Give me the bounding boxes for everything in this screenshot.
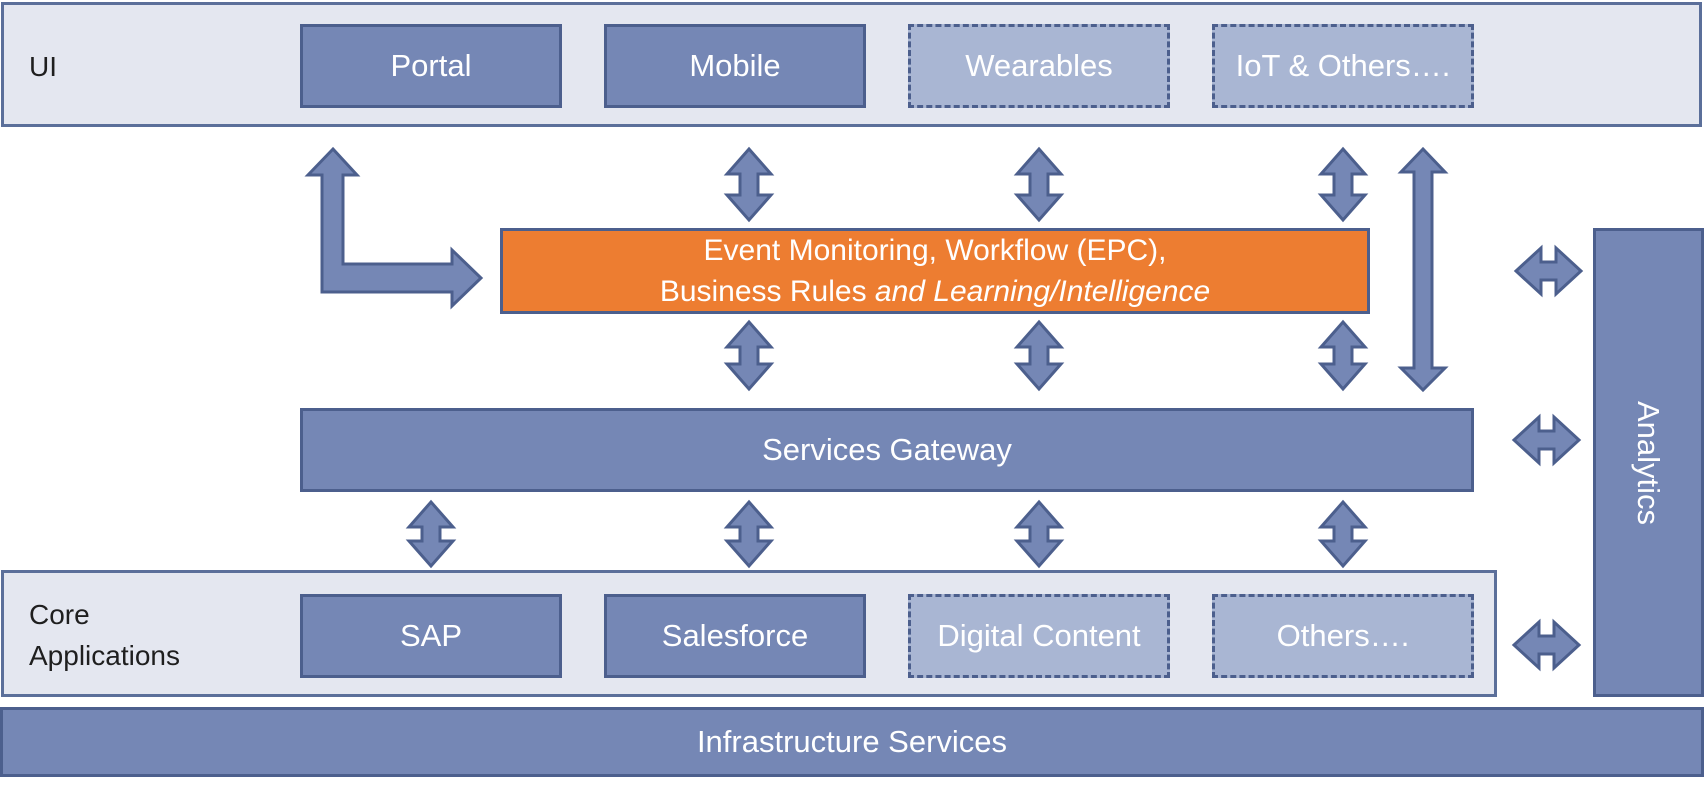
arrow-analytics-gateway [1511,413,1582,467]
core-label-line1: Core [29,599,90,630]
arrow-iot-event [1317,146,1369,223]
event-monitoring-line2: Business Rules and Learning/Intelligence [660,271,1210,312]
event-monitoring-line2-italic: and Learning/Intelligence [874,275,1211,308]
core-item-digital-content: Digital Content [908,594,1170,678]
services-gateway: Services Gateway [300,408,1474,492]
arrow-analytics-core [1511,618,1582,672]
arrow-gateway-salesforce [723,499,775,569]
core-label-line2: Applications [29,640,180,671]
ui-item-portal: Portal [300,24,562,108]
ui-item-mobile: Mobile [604,24,866,108]
ui-layer-label: UI [29,51,57,82]
arrow-mobile-event [723,146,775,223]
analytics-panel: Analytics [1593,228,1704,697]
infrastructure-services: Infrastructure Services [0,707,1704,777]
arrow-wearables-event [1013,146,1065,223]
core-item-sap: SAP [300,594,562,678]
portal-to-event-l-arrow [304,146,484,310]
arrow-event-gateway-3 [1317,319,1369,392]
arrow-gateway-others [1317,499,1369,569]
core-item-salesforce: Salesforce [604,594,866,678]
ui-item-wearables: Wearables [908,24,1170,108]
event-monitoring-line1: Event Monitoring, Workflow (EPC), [703,234,1167,267]
arrow-ui-gateway-tall [1397,146,1449,393]
event-monitoring-box: Event Monitoring, Workflow (EPC), Busine… [500,228,1370,314]
arrow-event-gateway-2 [1013,319,1065,392]
arrow-gateway-sap [405,499,457,569]
core-applications-label: Core Applications [29,594,180,676]
arrow-analytics-event [1513,244,1584,298]
arrow-gateway-digital-content [1013,499,1065,569]
arrow-event-gateway-1 [723,319,775,392]
event-monitoring-line2-plain: Business Rules [659,275,867,308]
core-item-others: Others…. [1212,594,1474,678]
ui-item-iot-others: IoT & Others…. [1212,24,1474,108]
